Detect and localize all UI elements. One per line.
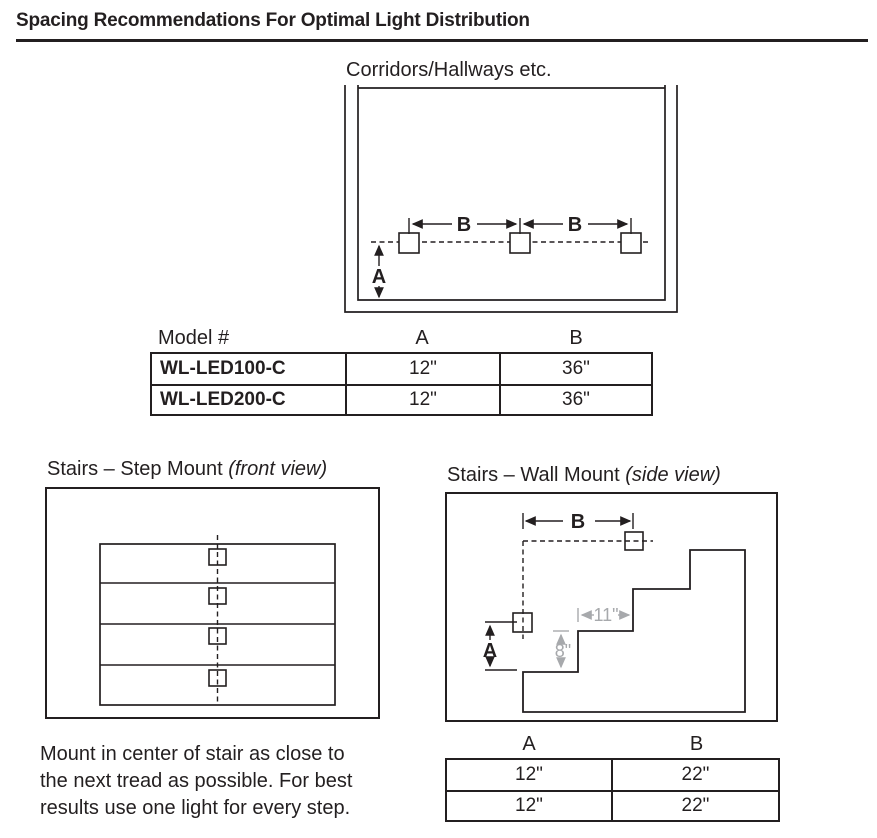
corridor-table: WL-LED100-C 12" 36" WL-LED200-C 12" 36" [150,352,653,416]
step-mount-diagram [45,487,380,719]
light-fixture-square [208,627,227,645]
b-cell: 22" [681,764,710,785]
light-fixture-square [208,587,227,605]
corridor-section-title: Corridors/Hallways etc. [346,59,552,81]
step-mount-view-note: (front view) [228,458,328,480]
step-mount-caption: Mount in center of stair as close to the… [40,741,352,822]
table-row: WL-LED100-C 12" 36" [152,354,651,384]
dimension-b1: B [411,214,518,236]
a-cell: 12" [447,760,613,790]
b-cell: 36" [562,389,590,410]
wall-mount-title: Stairs – Wall Mount [447,464,620,486]
dimension-b-label: B [571,511,585,533]
model-cell: WL-LED100-C [152,354,347,384]
dimension-a-label: A [372,266,386,288]
dimension-b1-label: B [457,214,471,236]
light-fixture-square [624,531,644,551]
caption-line: Mount in center of stair as close to [40,743,345,765]
corridor-diagram: B B A [344,85,678,313]
dimension-riser-8: 8" [553,630,571,669]
dimension-tread-label: 11" [593,605,618,625]
step-mount-section-title: Stairs – Step Mount (front view) [47,458,327,481]
table-row: WL-LED200-C 12" 36" [152,384,651,414]
wall-mount-section-title: Stairs – Wall Mount (side view) [447,464,721,487]
page-title: Spacing Recommendations For Optimal Ligh… [16,10,530,31]
a-cell: 12" [447,792,613,820]
caption-line: results use one light for every step. [40,797,351,819]
a-cell: 12" [347,386,501,414]
dimension-a: A [372,244,386,299]
caption-line: the next tread as possible. For best [40,770,353,792]
column-header-b: B [569,327,583,349]
light-fixture-square [509,232,531,254]
model-cell: WL-LED200-C [152,386,347,414]
wall-mount-diagram: B A 11" 8" [445,492,778,722]
corridor-outer-wall [344,85,678,313]
staircase-profile [522,549,746,713]
dimension-b: B [522,511,634,533]
dimension-b2-label: B [568,214,582,236]
wall-mount-table: 12" 22" 12" 22" [445,758,780,822]
column-header-a: A [415,327,429,349]
table-row: 12" 22" [447,790,778,820]
dimension-b2: B [522,214,629,236]
light-fixture-square [208,669,227,687]
wall-table-header: A B [445,732,780,756]
dimension-a: A [483,621,517,671]
b-cell: 22" [681,795,710,816]
column-header-model: Model # [158,327,230,349]
table-row: 12" 22" [447,760,778,790]
b-cell: 36" [562,358,590,379]
title-rule [16,39,868,42]
diagram-border [45,487,380,719]
column-header-a: A [522,733,536,755]
corridor-table-header: Model # A B [150,325,653,350]
a-cell: 12" [347,354,501,384]
light-fixture-square [398,232,420,254]
wall-mount-view-note: (side view) [625,464,721,486]
dimension-riser-label: 8" [555,641,571,661]
column-header-b: B [689,733,704,755]
light-fixture-square [208,548,227,566]
diagram-border [445,492,778,722]
corridor-inner-wall [357,85,666,301]
light-fixture-square [620,232,642,254]
step-mount-title: Stairs – Step Mount [47,458,223,480]
dimension-tread-11: 11" [577,605,631,625]
dimension-a-label: A [483,640,497,662]
